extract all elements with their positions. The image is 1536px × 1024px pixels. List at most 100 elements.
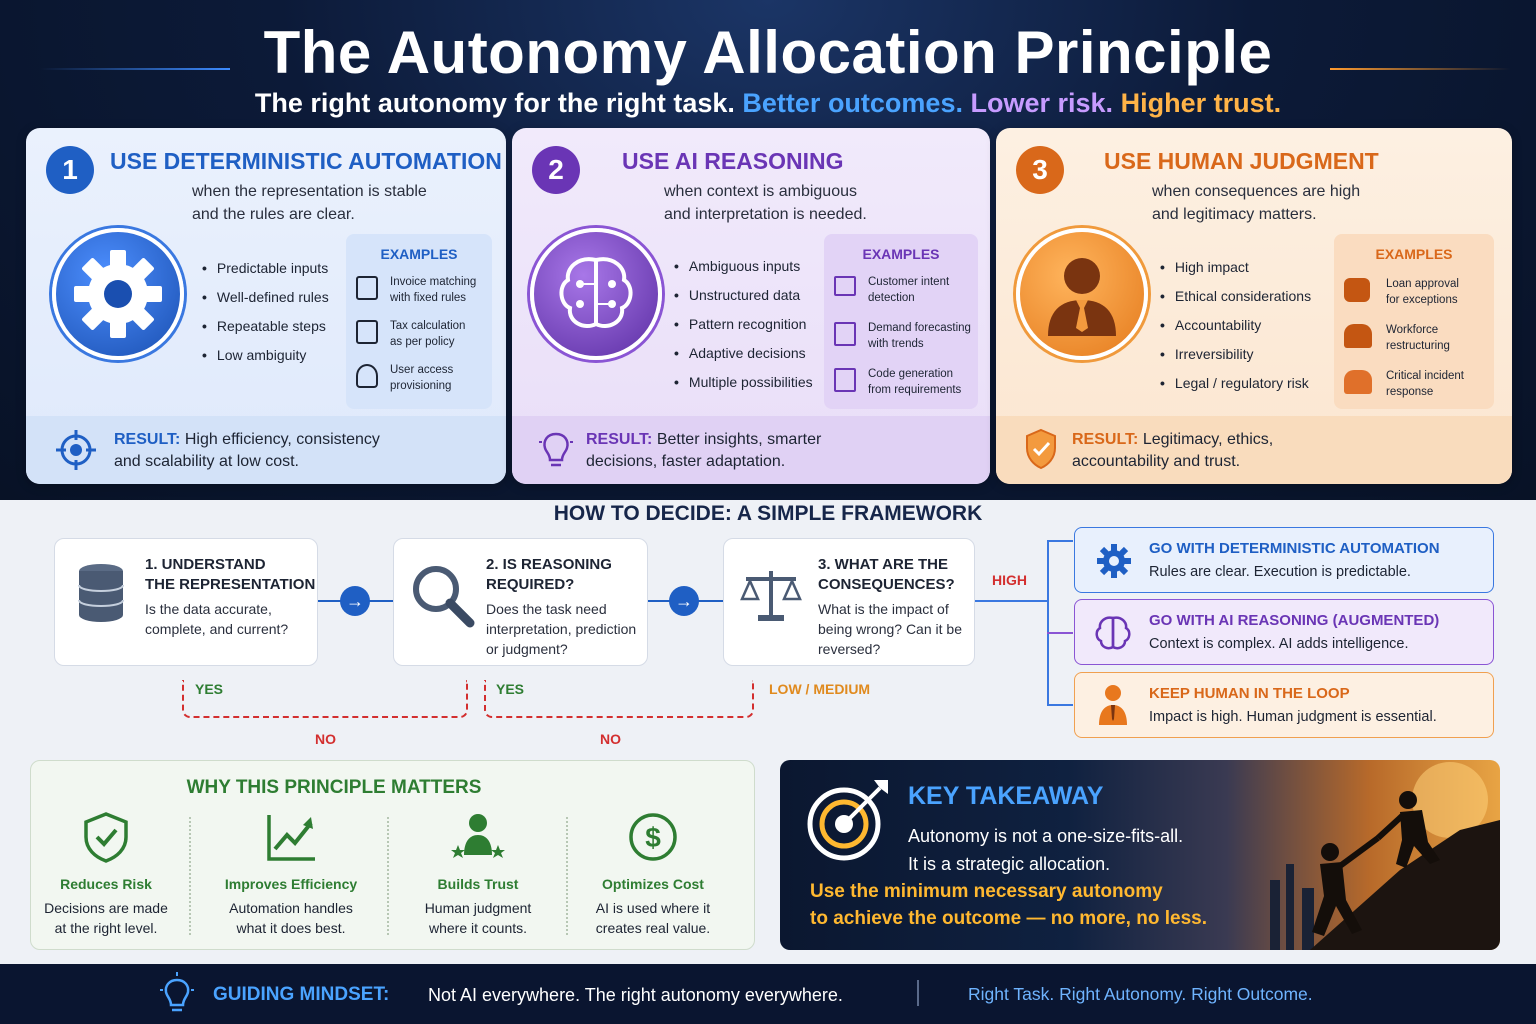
card-description: when consequences are high and legitimac… (1152, 180, 1360, 226)
result-label: RESULT: (114, 431, 181, 448)
card-description: when the representation is stable and th… (192, 180, 427, 226)
why-desc-line: AI is used where it (595, 900, 711, 916)
takeaway-emphasis-line: Use the minimum necessary autonomy (810, 881, 1163, 902)
why-desc-line: what it does best. (236, 920, 346, 936)
lightbulb-icon (160, 972, 194, 1012)
card-desc-line: and legitimacy matters. (1152, 206, 1317, 223)
bullet-item: Multiple possibilities (674, 368, 813, 397)
bullet-item: Low ambiguity (202, 341, 329, 370)
outcome-title: GO WITH DETERMINISTIC AUTOMATION (1149, 540, 1440, 557)
chart-icon (834, 322, 856, 346)
brain-icon (1095, 616, 1131, 650)
example-text: Invoice matching (390, 276, 477, 288)
connector-line (1047, 704, 1073, 706)
example-text: Customer intent (868, 276, 950, 288)
bullseye-arrow-icon (807, 780, 888, 861)
outcome-desc: Rules are clear. Execution is predictabl… (1149, 564, 1411, 580)
step-title: 2. IS REASONING REQUIRED? (486, 555, 612, 595)
card-human-judgment: 3 USE HUMAN JUDGMENT when consequences a… (996, 128, 1512, 484)
examples-heading: EXAMPLES (862, 246, 940, 262)
key-takeaway-title: KEY TAKEAWAY (908, 782, 1104, 810)
example-text: for exceptions (1386, 294, 1458, 306)
brain-circuit-icon (530, 228, 662, 360)
divider (189, 817, 191, 935)
step-title-line: REQUIRED? (486, 576, 575, 593)
handshake-icon (1344, 278, 1370, 302)
subtitle-outcomes: Better outcomes. (742, 88, 963, 118)
guiding-mindset-label: GUIDING MINDSET: (213, 984, 390, 1005)
example-text: Loan approval (1386, 278, 1459, 290)
bullet-item: Unstructured data (674, 281, 813, 310)
branch-high-label: HIGH (992, 572, 1027, 588)
result-line: and scalability at low cost. (114, 453, 299, 470)
connector-line (1047, 540, 1049, 706)
card-title: USE DETERMINISTIC AUTOMATION (110, 148, 502, 174)
why-desc-line: Automation handles (229, 900, 353, 916)
person-icon (1016, 228, 1148, 360)
bullet-item: Ethical considerations (1160, 282, 1311, 311)
no-label-1: NO (315, 731, 336, 747)
step-title-line: 2. IS REASONING (486, 556, 612, 573)
step-desc-line: being wrong? Can it be (818, 621, 962, 637)
result-line: Legitimacy, ethics, (1142, 431, 1274, 448)
step-desc-line: Is the data accurate, (145, 601, 272, 617)
team-icon (1344, 324, 1372, 348)
card-description: when context is ambiguous and interpreta… (664, 180, 867, 226)
why-item-title: Reduces Risk (60, 876, 152, 892)
why-desc-line: at the right level. (54, 920, 158, 936)
outcome-human-in-loop: KEEP HUMAN IN THE LOOP Impact is high. H… (1074, 672, 1494, 738)
bullet-item: Adaptive decisions (674, 339, 813, 368)
example-text: as per policy (390, 336, 455, 348)
bullet-item: Repeatable steps (202, 312, 329, 341)
alert-team-icon (1344, 370, 1372, 394)
example-text: with trends (868, 338, 924, 350)
card-number: 3 (1016, 146, 1064, 194)
monitor-icon (834, 276, 856, 296)
trust-people-icon (451, 814, 505, 858)
example-text: response (1386, 386, 1434, 398)
step-desc-line: reversed? (818, 641, 881, 657)
card-desc-line: when context is ambiguous (664, 183, 857, 200)
low-medium-label: LOW / MEDIUM (769, 681, 871, 697)
example-text: Demand forecasting (868, 322, 971, 334)
connector-line (1047, 632, 1073, 634)
example-item: Demand forecasting with trends (834, 320, 971, 360)
outcome-desc: Context is complex. AI adds intelligence… (1149, 636, 1409, 652)
scales-icon (740, 571, 802, 621)
code-icon (834, 368, 856, 392)
connector-line (975, 600, 1047, 602)
example-text: Critical incident (1386, 370, 1464, 382)
helping-hand-silhouette (1270, 762, 1500, 950)
example-text: restructuring (1386, 340, 1450, 352)
outcome-title: KEEP HUMAN IN THE LOOP (1149, 685, 1350, 702)
header-line-left (40, 68, 230, 70)
card-number: 2 (532, 146, 580, 194)
header-line-right (1330, 68, 1510, 70)
bullet-item: Pattern recognition (674, 310, 813, 339)
document-icon (356, 276, 378, 300)
card-desc-line: and interpretation is needed. (664, 206, 867, 223)
step-title-line: 3. WHAT ARE THE (818, 556, 948, 573)
outcome-deterministic: GO WITH DETERMINISTIC AUTOMATION Rules a… (1074, 527, 1494, 593)
divider (917, 980, 919, 1006)
footer-slogan: Right Task. Right Autonomy. Right Outcom… (968, 984, 1313, 1004)
outcome-ai-reasoning: GO WITH AI REASONING (AUGMENTED) Context… (1074, 599, 1494, 665)
result-line: accountability and trust. (1072, 453, 1241, 470)
yes-label-2: YES (496, 681, 525, 697)
arrow-right-icon: → (669, 586, 699, 616)
example-text: with fixed rules (390, 292, 467, 304)
person-icon (1099, 685, 1127, 725)
yes-label-1: YES (195, 681, 224, 697)
